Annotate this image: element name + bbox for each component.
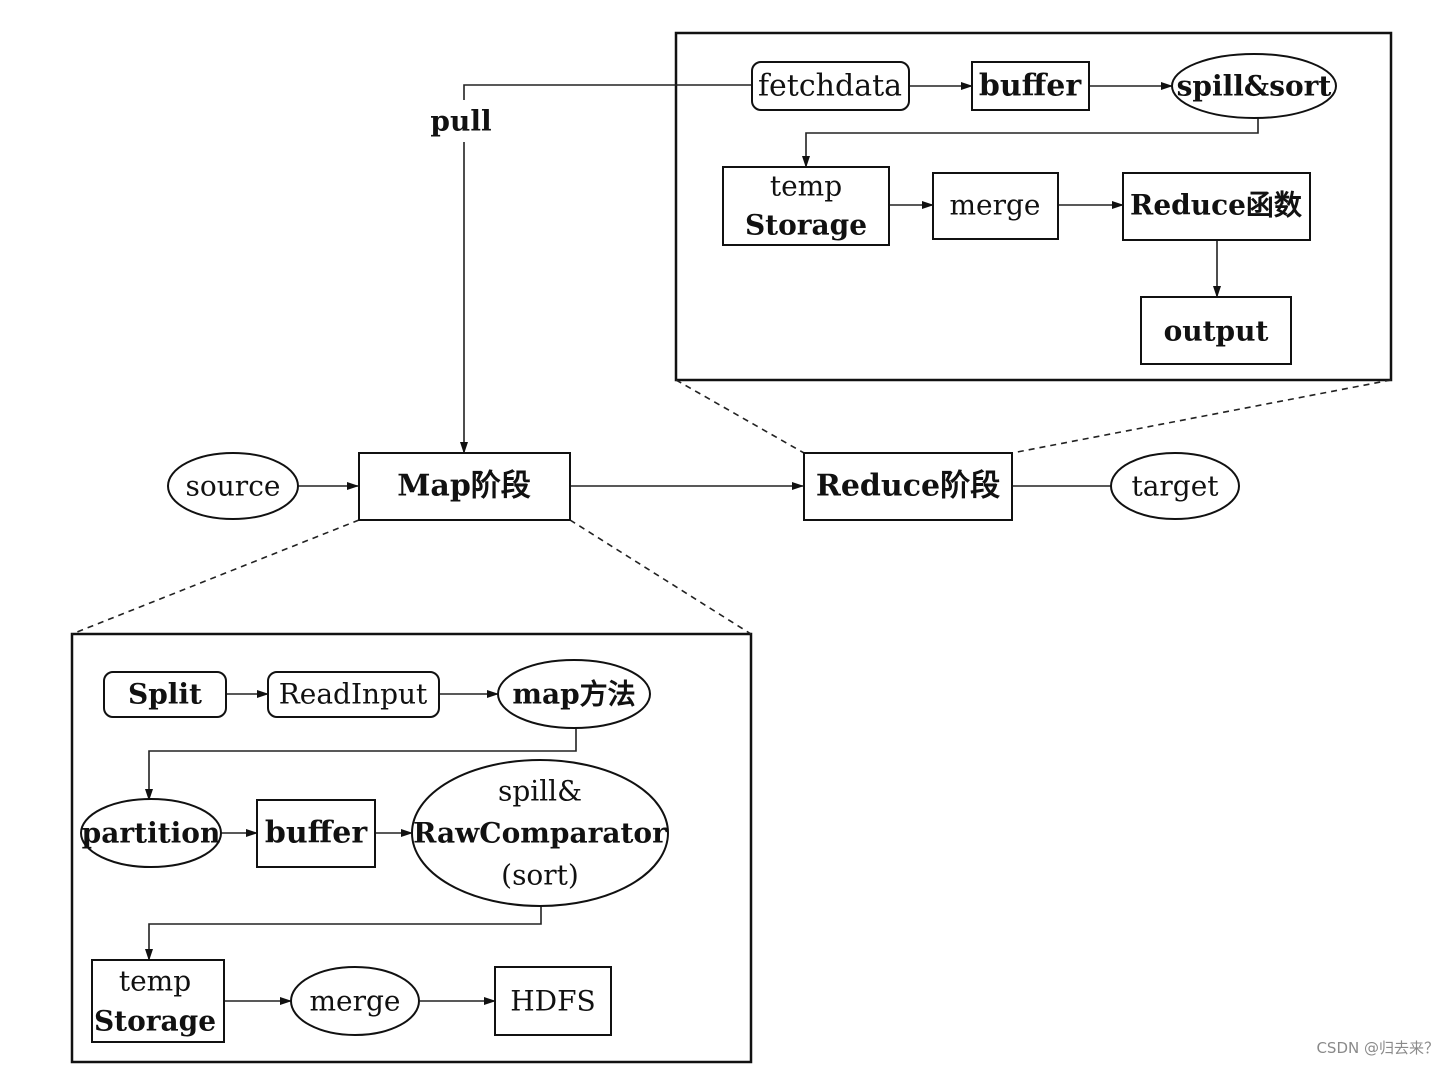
edge-label-pull: pull (426, 100, 496, 142)
svg-text:Reduce阶段: Reduce阶段 (816, 469, 1000, 504)
node-reduce-function: Reduce函数 (1122, 172, 1311, 241)
edges (145, 82, 1259, 1005)
node-source: source (167, 452, 299, 520)
node-spill-sort: spill&sort (1171, 53, 1337, 119)
svg-text:buffer: buffer (265, 816, 368, 851)
node-map-buffer: buffer (256, 799, 376, 868)
svg-text:RawComparator: RawComparator (413, 817, 668, 850)
watermark: CSDN @归去来？ (1316, 1039, 1439, 1057)
svg-text:ReadInput: ReadInput (279, 678, 428, 711)
node-map-method: map方法 (497, 659, 651, 729)
svg-text:buffer: buffer (979, 69, 1082, 104)
node-map-merge: merge (290, 966, 420, 1036)
svg-text:Storage: Storage (745, 209, 867, 242)
node-map-stage: Map阶段 (358, 452, 571, 521)
svg-text:partition: partition (82, 817, 221, 850)
node-spill-rawcomparator: spill& RawComparator (sort) (411, 759, 669, 907)
svg-text:Reduce函数: Reduce函数 (1130, 189, 1303, 222)
node-fetchdata: fetchdata (751, 61, 910, 111)
svg-text:Map阶段: Map阶段 (397, 469, 531, 504)
node-hdfs: HDFS (494, 966, 612, 1036)
node-map-temp-storage: temp Storage (91, 959, 225, 1043)
node-reduce-stage: Reduce阶段 (803, 452, 1013, 521)
svg-text:(sort): (sort) (501, 859, 579, 892)
svg-text:target: target (1131, 470, 1219, 503)
svg-text:Split: Split (128, 678, 202, 711)
zoom-lines (71, 379, 1392, 635)
node-read-input: ReadInput (267, 671, 440, 718)
svg-text:Storage: Storage (94, 1005, 216, 1038)
node-reduce-buffer: buffer (971, 61, 1090, 111)
svg-text:spill&sort: spill&sort (1177, 70, 1332, 103)
svg-text:source: source (186, 470, 281, 503)
svg-text:HDFS: HDFS (510, 985, 595, 1018)
svg-text:fetchdata: fetchdata (758, 69, 902, 104)
node-partition: partition (80, 798, 222, 868)
svg-text:output: output (1164, 315, 1269, 348)
node-split: Split (103, 671, 227, 718)
svg-text:temp: temp (119, 965, 191, 998)
map-detail-frame (70, 632, 753, 1064)
svg-text:temp: temp (770, 170, 842, 203)
node-reduce-merge: merge (932, 172, 1059, 240)
svg-text:spill&: spill& (498, 775, 582, 808)
svg-text:merge: merge (310, 985, 401, 1018)
node-target: target (1110, 452, 1240, 520)
reduce-detail-frame (674, 31, 1393, 382)
node-output: output (1140, 296, 1292, 365)
svg-text:map方法: map方法 (512, 678, 635, 711)
node-reduce-temp-storage: temp Storage (722, 166, 890, 246)
svg-text:merge: merge (950, 189, 1041, 222)
svg-text:pull: pull (430, 105, 491, 138)
